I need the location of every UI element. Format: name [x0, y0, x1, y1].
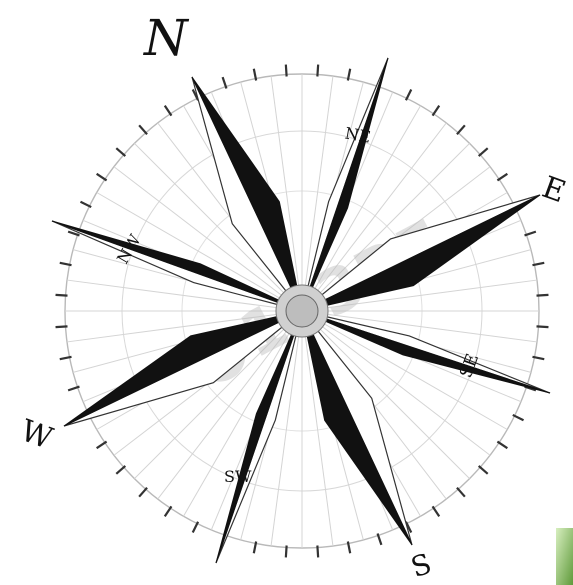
- tick-mark: [165, 506, 172, 516]
- tick-mark: [56, 326, 68, 327]
- tick-mark: [97, 442, 107, 449]
- tick-mark: [116, 466, 125, 474]
- tick-mark: [116, 148, 125, 156]
- tick-mark: [457, 488, 465, 497]
- tick-mark: [457, 125, 465, 134]
- corner-thumbnail-overlay: [556, 528, 573, 585]
- tick-mark: [317, 65, 318, 77]
- northeast-label: NE: [343, 124, 372, 147]
- center-hub-inner: [286, 295, 318, 327]
- tick-mark: [497, 442, 507, 449]
- tick-mark: [433, 106, 440, 116]
- east-label: E: [538, 170, 571, 210]
- tick-mark: [286, 545, 287, 557]
- southeast-label: SE: [456, 351, 483, 380]
- tick-mark: [433, 506, 440, 516]
- tick-mark: [139, 488, 147, 497]
- south-label: S: [407, 547, 435, 584]
- tick-mark: [536, 295, 548, 296]
- southwest-label: SW: [224, 467, 252, 486]
- tick-mark: [165, 106, 172, 116]
- tick-mark: [317, 545, 318, 557]
- tick-mark: [536, 326, 548, 327]
- tick-mark: [139, 125, 147, 134]
- tick-mark: [497, 174, 507, 181]
- tick-mark: [479, 148, 488, 156]
- tick-mark: [97, 174, 107, 181]
- tick-mark: [286, 65, 287, 77]
- tick-mark: [56, 295, 68, 296]
- north-label: N: [143, 9, 190, 67]
- west-label: W: [16, 413, 57, 456]
- tick-mark: [479, 466, 488, 474]
